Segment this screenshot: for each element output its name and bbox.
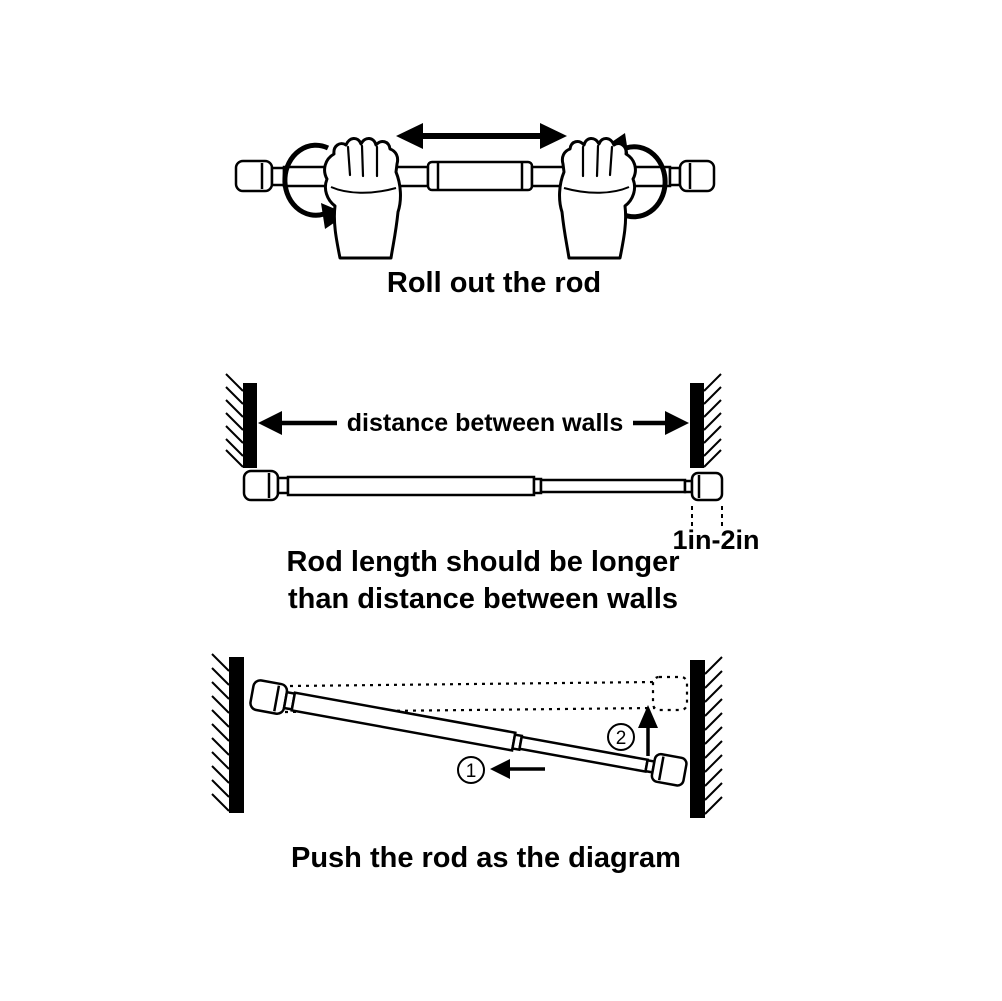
tension-rod: [234, 159, 716, 193]
right-wall: [690, 656, 723, 818]
rod-right-cap: [690, 471, 724, 502]
step2-caption-line2: than distance between walls: [288, 583, 678, 615]
marker2-number: 2: [616, 728, 627, 749]
ghost-right-cap: [651, 675, 689, 712]
step3-caption: Push the rod as the diagram: [291, 842, 681, 874]
rod-left-cap-ring: [273, 685, 281, 712]
marker2-circle: [607, 723, 635, 751]
rod-tube-left: [290, 691, 517, 752]
distance-label: distance between walls: [347, 409, 624, 437]
arrowhead-left: [396, 123, 423, 149]
left-hand: [323, 136, 402, 260]
rod-left-neck: [276, 476, 290, 495]
overlap-label: 1in-2in: [672, 525, 759, 555]
step2-rod-length: distance between walls 1in-2in Rod lengt…: [225, 373, 760, 615]
rod-final-position-ghost: [284, 675, 689, 714]
left-wall: [225, 373, 257, 468]
right-wall-hatching: [704, 656, 723, 815]
step1-caption: Roll out the rod: [387, 267, 601, 299]
left-wall-hatching: [225, 373, 244, 468]
step3-push-rod: 1 2 Push the rod as the diagram: [211, 653, 723, 874]
arrowhead: [638, 705, 658, 728]
rod-right-neck: [668, 166, 682, 187]
extend-direction-arrow: [396, 123, 567, 149]
left-wall: [211, 653, 244, 813]
rod-sleeve: [426, 160, 534, 192]
tension-rod: [242, 469, 724, 502]
distance-label-backdrop: [337, 407, 633, 438]
marker1-number: 1: [466, 761, 477, 782]
arrowhead: [490, 759, 510, 779]
rod-left-cap: [242, 469, 280, 502]
rod-tube-right: [539, 478, 687, 494]
arrowhead-right: [540, 123, 567, 149]
arrowhead-right: [665, 411, 689, 435]
push-step1-indicator: 1: [457, 756, 545, 784]
rod-left-neck: [270, 166, 286, 187]
rod-tube-left: [286, 475, 536, 497]
marker1-circle: [457, 756, 485, 784]
right-wall-hatching: [703, 373, 722, 468]
arrowhead-left: [258, 411, 282, 435]
tension-rod-angled: [249, 679, 688, 787]
overlap-guide-dashes: [691, 506, 723, 530]
rod-left-cap: [234, 159, 274, 193]
rod-left-cap: [249, 679, 289, 715]
rod-right-cap: [650, 752, 688, 787]
right-wall: [690, 373, 722, 468]
step2-caption-line1: Rod length should be longer: [286, 546, 679, 578]
step1-roll-out: Roll out the rod: [234, 123, 716, 299]
rod-right-cap-ring: [657, 756, 665, 781]
rod-right-cap: [678, 159, 716, 193]
left-wall-hatching: [211, 653, 230, 812]
push-step2-indicator: 2: [607, 705, 658, 756]
right-hand: [558, 136, 637, 260]
